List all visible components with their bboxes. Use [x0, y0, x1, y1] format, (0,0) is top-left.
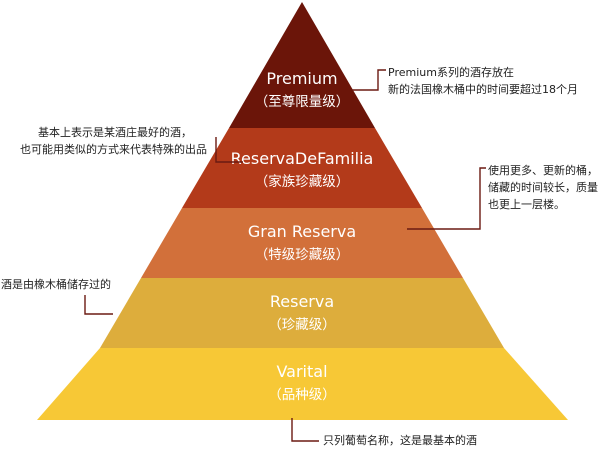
premium-callout-line — [352, 69, 386, 91]
gran-reserva-callout-line — [407, 167, 486, 230]
tier-familia-title: ReservaDeFamilia — [231, 149, 374, 168]
tier-reserva-subtitle: （珍藏级） — [268, 317, 336, 333]
tier-familia-subtitle: （家族珍藏级） — [255, 173, 350, 190]
tier-premium-subtitle: （至尊限量级） — [255, 94, 350, 110]
tier-reserva-title: Reserva — [270, 292, 334, 311]
tier-premium-title: Premium — [266, 69, 337, 88]
tier-reserva — [100, 278, 504, 348]
reserva-note: 酒是由橡木桶储存过的 — [1, 278, 111, 291]
tier-reserva-de-familia — [182, 128, 422, 208]
tier-gran-reserva — [141, 208, 463, 278]
familia-note: 基本上表示是某酒庄最好的酒， 也可能用类似的方式来代表特殊的出品 — [20, 126, 207, 156]
tier-varital-subtitle: （品种级） — [268, 387, 336, 403]
premium-note: Premium系列的酒存放在 新的法国橡木桶中的时间要超过18个月 — [388, 66, 578, 96]
tier-gran-reserva-subtitle: （特级珍藏级） — [255, 247, 350, 263]
tier-varital — [37, 348, 568, 420]
varital-note: 只列葡萄名称，这是最基本的酒 — [323, 434, 477, 447]
reserva-callout-line — [84, 295, 113, 315]
tier-premium — [229, 2, 375, 128]
gran-reserva-note: 使用更多、更新的桶， 储藏的时间较长，质量 也更上一层楼。 — [488, 164, 598, 211]
varital-callout-line — [291, 418, 319, 442]
tier-gran-reserva-title: Gran Reserva — [248, 222, 356, 241]
familia-callout-line — [215, 137, 243, 163]
tier-varital-title: Varital — [276, 362, 327, 381]
